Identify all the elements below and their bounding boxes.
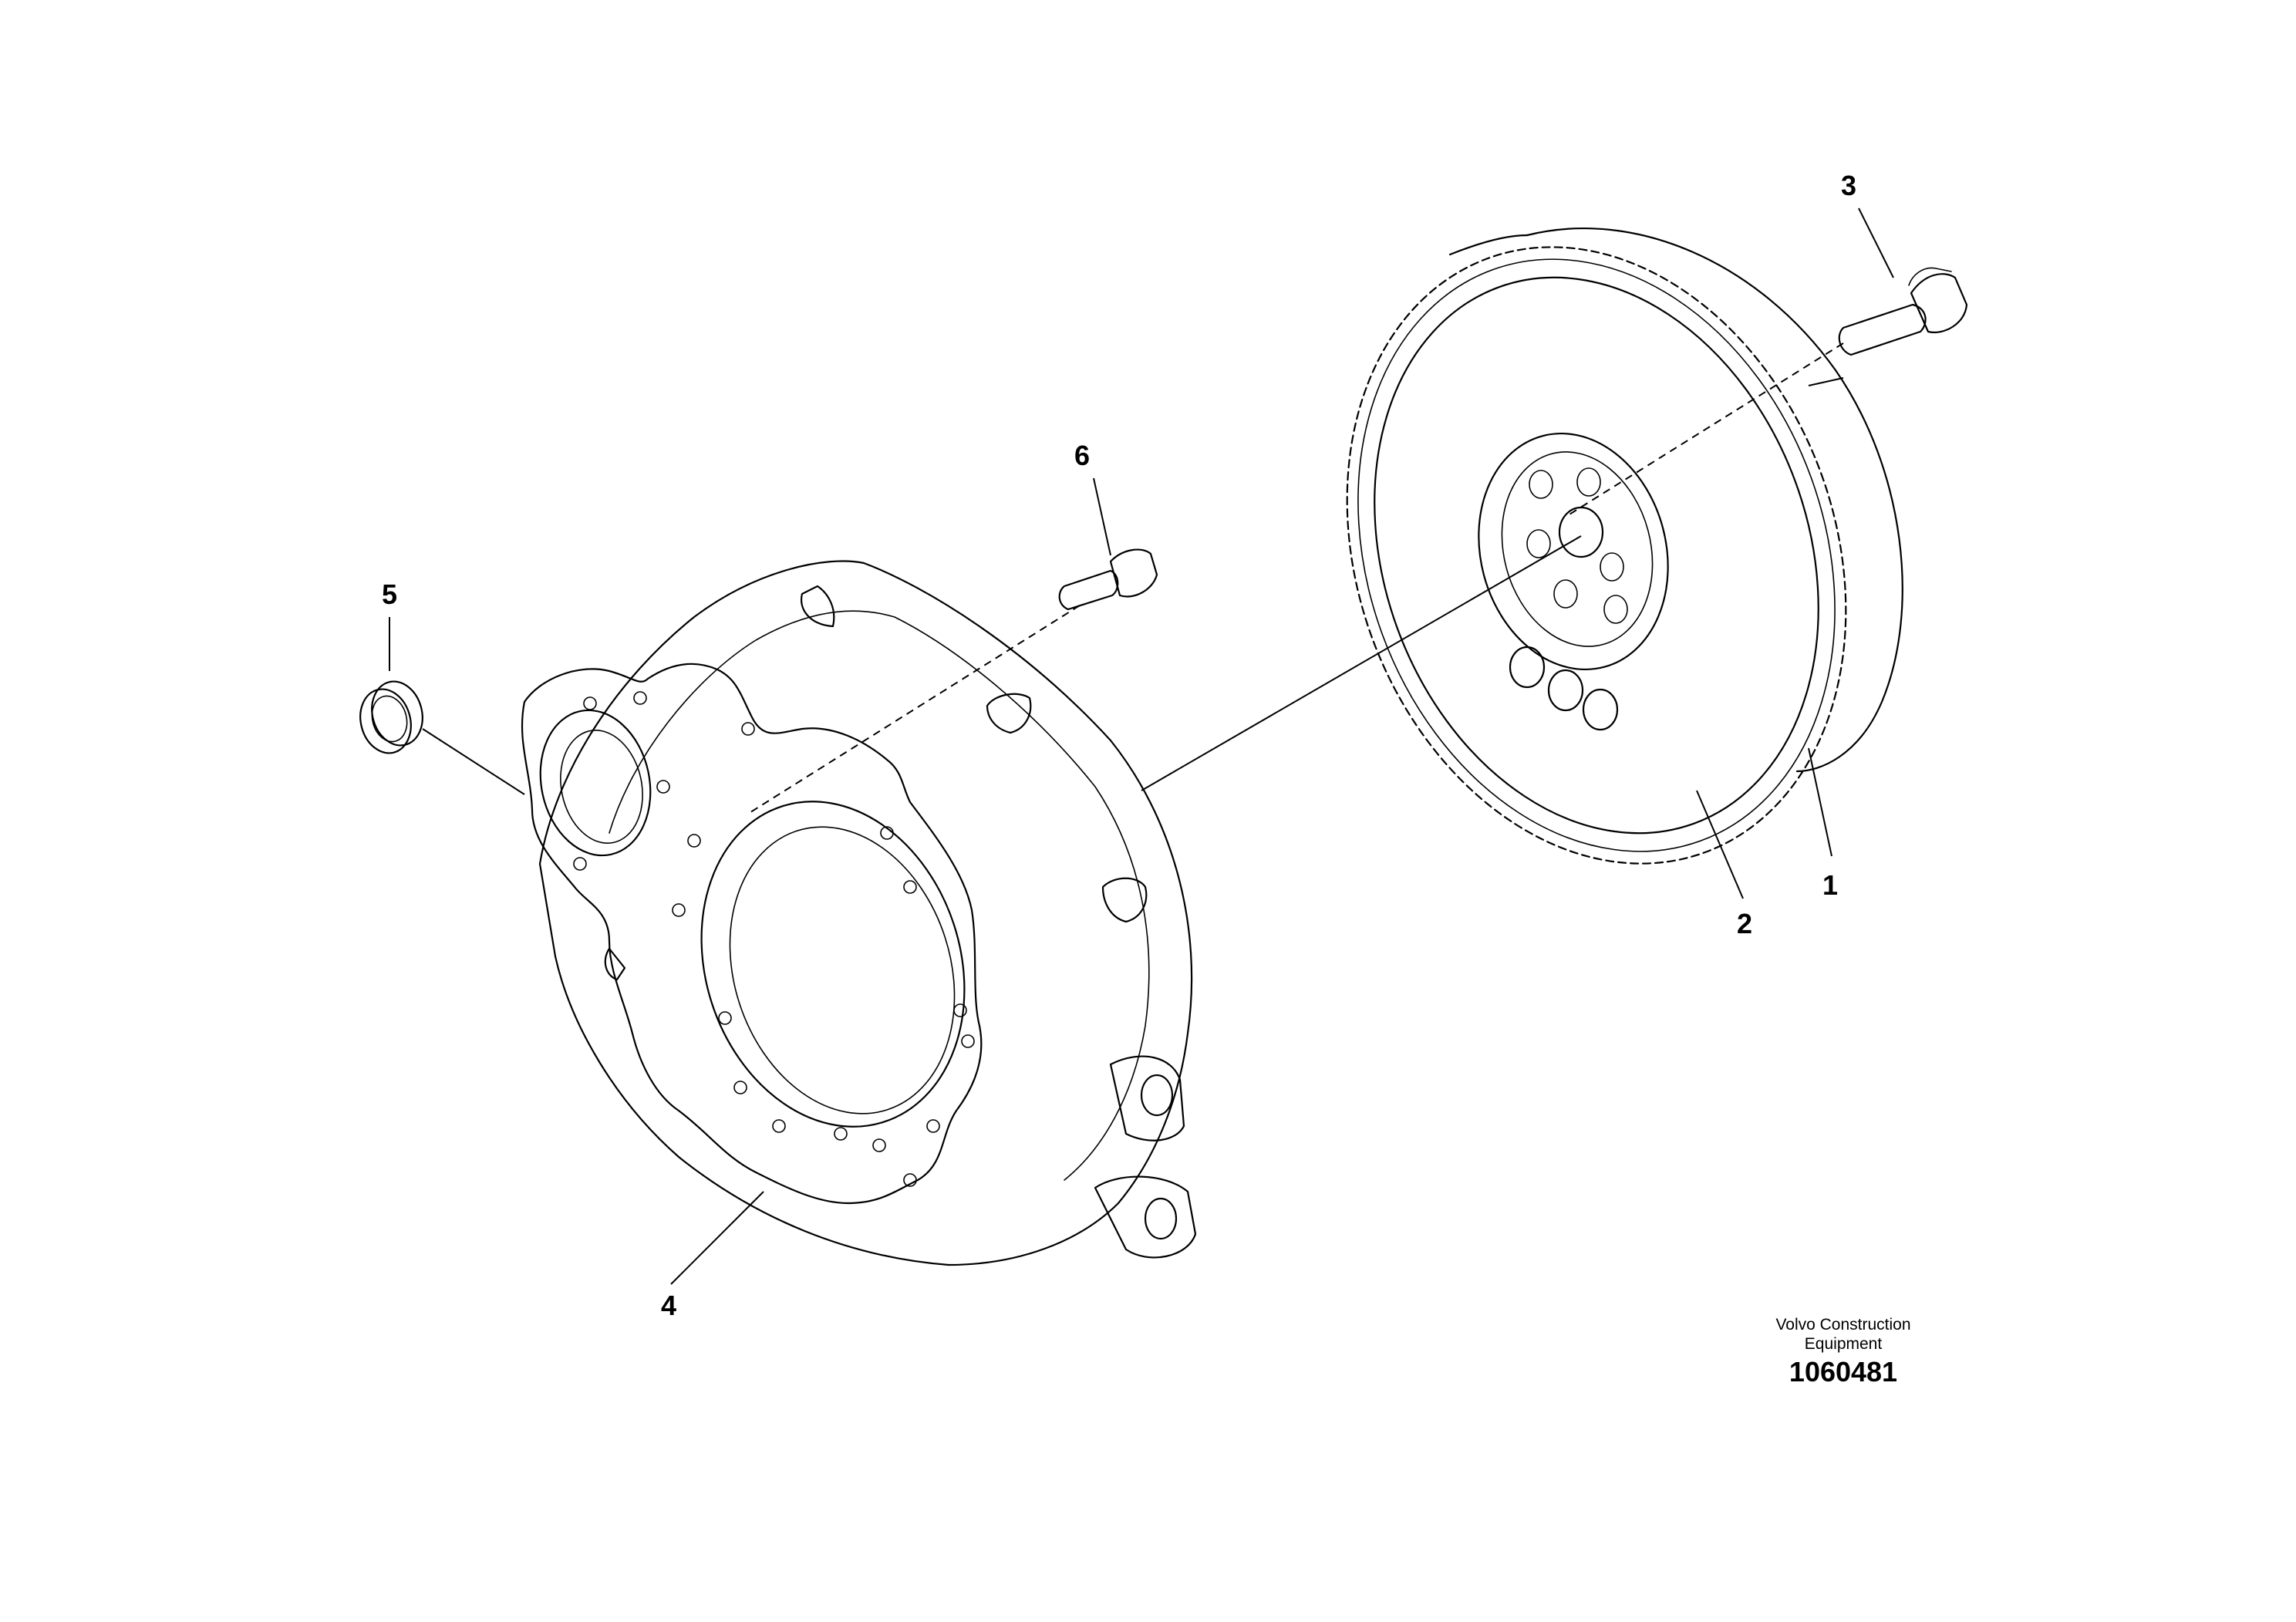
flywheel-bolt[interactable] — [1838, 267, 1968, 356]
manufacturer-line-2: Equipment — [1804, 1335, 1883, 1353]
callout-2: 2 — [1737, 908, 1752, 939]
cover-plug[interactable] — [353, 676, 430, 759]
flywheel-housing[interactable] — [521, 560, 1197, 1266]
callout-1: 1 — [1822, 869, 1838, 901]
callout-5: 5 — [382, 578, 397, 610]
callout-6: 6 — [1074, 440, 1090, 471]
leader-lines — [389, 207, 1894, 1285]
drawing-number: 1060481 — [1789, 1356, 1898, 1388]
callout-3: 3 — [1841, 170, 1856, 201]
manufacturer-caption: Volvo Construction Equipment — [1758, 1315, 1928, 1354]
flywheel[interactable] — [1263, 177, 1929, 935]
small-bolt[interactable] — [1058, 548, 1158, 611]
manufacturer-line-1: Volvo Construction — [1775, 1316, 1911, 1334]
callout-4: 4 — [661, 1290, 676, 1321]
assembly-axes — [747, 342, 1844, 814]
